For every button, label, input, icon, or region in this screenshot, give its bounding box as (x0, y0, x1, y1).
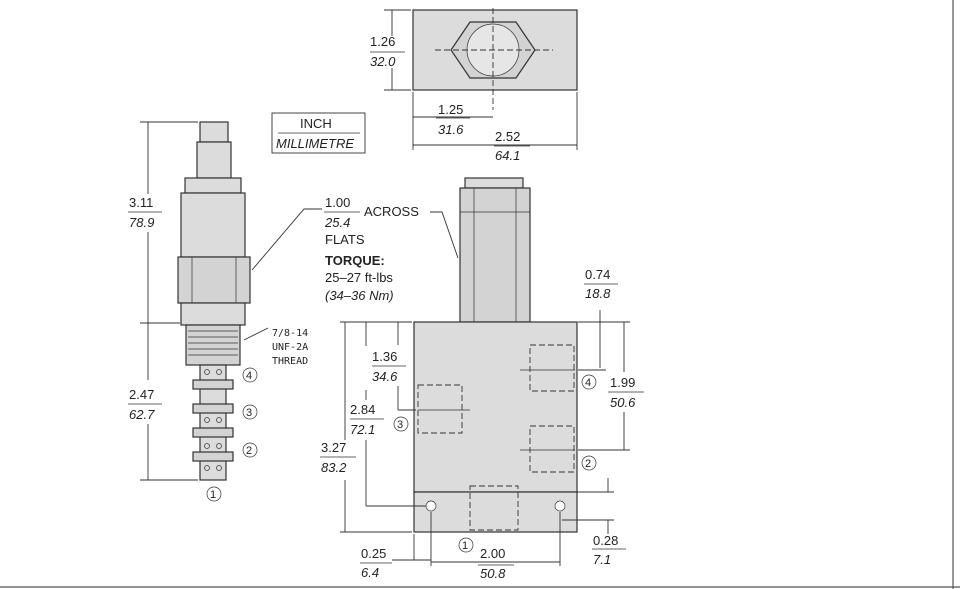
manifold-base (413, 491, 578, 533)
label-flats: FLATS (325, 232, 365, 247)
cartridge-seal-2 (192, 451, 234, 462)
top-view (370, 8, 578, 150)
torque-nm: (34–36 Nm) (325, 288, 394, 303)
cart-port-1-marker (206, 486, 222, 502)
cartridge-side-view (128, 121, 322, 481)
cartridge-body-lower (180, 302, 246, 326)
dim-028-mm: 7.1 (593, 552, 611, 567)
dim-200-in: 2.00 (480, 546, 505, 561)
units-inch: INCH (300, 116, 332, 131)
cartridge-hex (177, 256, 251, 304)
dim-top-c-in: 1.25 (438, 102, 463, 117)
port-1-cavity (469, 485, 519, 531)
torque-title: TORQUE: (325, 253, 385, 268)
port-4-cavity (529, 344, 575, 392)
dim-025-in: 0.25 (361, 546, 386, 561)
valve-body-front-view (320, 177, 644, 566)
dim-cart-lower-mm: 62.7 (129, 407, 155, 422)
cart-port-2-marker (242, 442, 258, 458)
label-across: ACROSS (364, 204, 419, 219)
body-port-4-label: 4 (585, 377, 591, 389)
dim-hex-in: 1.00 (325, 195, 350, 210)
dim-p3-mm: 34.6 (372, 369, 398, 384)
cart-port-2-label: 2 (246, 445, 252, 457)
port-3-cavity (417, 384, 463, 434)
dim-284-mm: 72.1 (350, 422, 375, 437)
body-port-3-label: 3 (397, 419, 403, 431)
body-cartridge-cap (464, 177, 524, 189)
dim-p4-mm: 18.8 (585, 286, 611, 301)
body-port-4-marker (581, 374, 597, 390)
dim-327-in: 3.27 (321, 440, 346, 455)
dim-p4-in: 0.74 (585, 267, 610, 282)
units-millimetre: MILLIMETRE (276, 136, 354, 151)
dim-cart-upper-mm: 78.9 (129, 215, 154, 230)
cartridge-seal-3 (192, 427, 234, 438)
cart-port-3-marker (242, 404, 258, 420)
dim-hex-mm: 25.4 (324, 215, 350, 230)
cartridge-collar (184, 177, 242, 194)
dim-top-c-mm: 31.6 (438, 122, 464, 137)
dim-top-w-mm: 64.1 (495, 148, 520, 163)
dim-p3-in: 1.36 (372, 349, 397, 364)
dim-top-h-in: 1.26 (370, 34, 395, 49)
manifold-block (413, 321, 578, 493)
dim-top-h-mm: 32.0 (370, 54, 396, 69)
dim-cart-lower-in: 2.47 (129, 387, 154, 402)
port-2-cavity (529, 425, 575, 473)
cart-port-1-label: 1 (210, 489, 216, 501)
dim-327-mm: 83.2 (321, 460, 347, 475)
mount-hole-right (554, 500, 566, 512)
body-port-1-marker (458, 537, 474, 553)
body-port-2-label: 2 (585, 458, 591, 470)
torque-ft-lbs: 25–27 ft-lbs (325, 270, 393, 285)
cartridge-adjuster (199, 121, 229, 143)
dim-top-w-in: 2.52 (495, 129, 520, 144)
cartridge-thread (185, 324, 241, 366)
cartridge-seal-4 (192, 379, 234, 390)
thread-spec-2: UNF-2A (272, 342, 308, 353)
cartridge-body-upper (180, 192, 246, 258)
dim-cart-upper-in: 3.11 (129, 195, 153, 210)
dim-200-mm: 50.8 (480, 566, 506, 581)
thread-spec-3: THREAD (272, 356, 308, 367)
dim-028-in: 0.28 (593, 533, 618, 548)
body-cartridge-hex (459, 187, 531, 323)
cart-port-4-marker (242, 367, 258, 383)
dim-025-mm: 6.4 (361, 565, 379, 580)
units-box (271, 112, 366, 154)
cart-port-4-label: 4 (246, 370, 252, 382)
body-port-1-label: 1 (462, 540, 468, 552)
body-port-3-marker (393, 416, 409, 432)
dim-p2-in: 1.99 (610, 375, 635, 390)
thread-spec-1: 7/8-14 (272, 328, 308, 339)
body-port-2-marker (581, 455, 597, 471)
dim-284-in: 2.84 (350, 402, 375, 417)
mount-hole-left (425, 500, 437, 512)
cart-port-3-label: 3 (246, 407, 252, 419)
dim-p2-mm: 50.6 (610, 395, 636, 410)
cartridge-stem (196, 141, 232, 179)
